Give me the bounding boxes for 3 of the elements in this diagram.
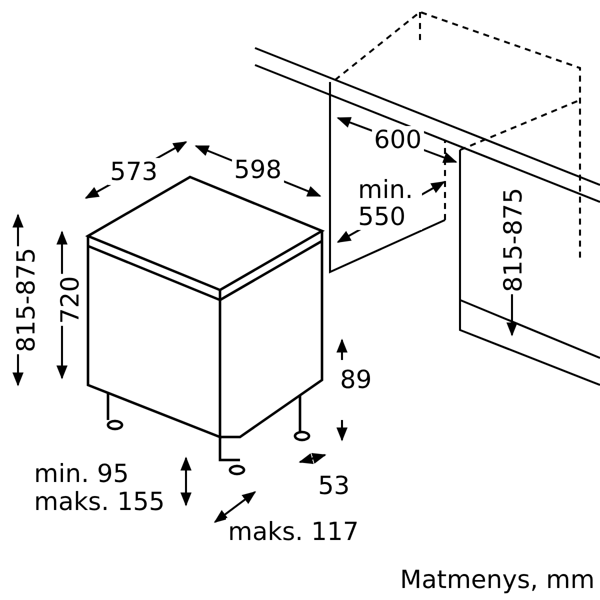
dimension-label: 573 — [108, 158, 160, 185]
dimension-label: 600 — [372, 126, 424, 153]
dimension-label: min. 550 — [356, 176, 422, 230]
